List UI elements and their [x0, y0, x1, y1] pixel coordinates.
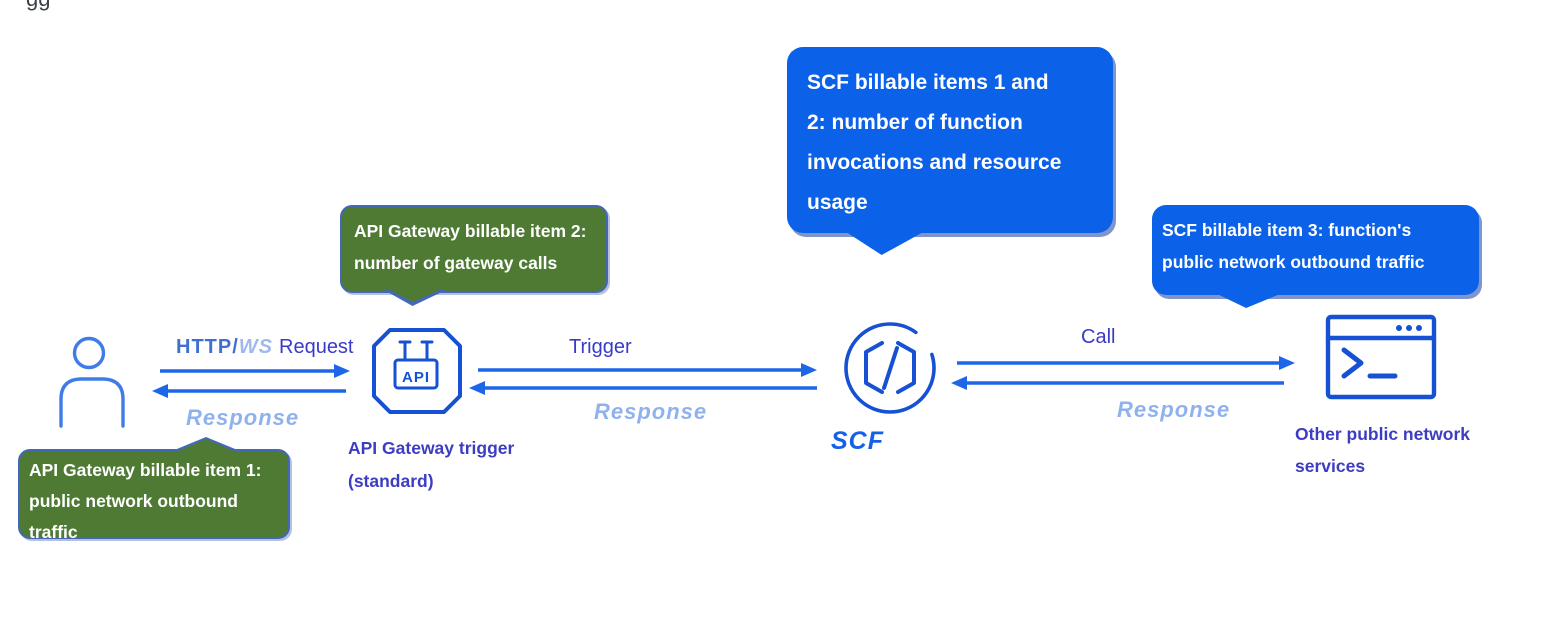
arrow-response-2 [469, 381, 817, 395]
label-other-services: Other public network services [1295, 424, 1471, 476]
label-response-1: Response [186, 405, 300, 430]
label-response-2: Response [594, 399, 708, 424]
arrow-call [957, 356, 1295, 370]
person-icon [59, 336, 125, 428]
scf-icon [844, 322, 936, 414]
label-call: Call [1081, 326, 1116, 348]
label-http: HTTP/ [176, 336, 239, 358]
callout-gateway-item2: API Gateway billable item 2: number of g… [340, 205, 608, 293]
arrow-response-3 [951, 376, 1284, 390]
api-icon-text: API [402, 369, 430, 386]
arrow-response-1 [152, 384, 346, 398]
label-ws: WS [238, 336, 273, 358]
arrow-trigger [478, 363, 817, 377]
callout-scf-items-1-2: SCF billable items 1 and 2: number of fu… [787, 47, 1113, 233]
callout-scf-item3: SCF billable item 3: function's public n… [1152, 205, 1479, 295]
label-scf: SCF [831, 427, 884, 455]
api-gateway-icon: API [372, 328, 462, 414]
label-api-gateway-trigger: API Gateway trigger (standard) [348, 438, 515, 491]
label-response-3: Response [1117, 397, 1231, 422]
label-request: Request [279, 336, 354, 358]
label-http-ws-request: HTTP/WS Request [176, 336, 354, 359]
label-trigger: Trigger [569, 336, 632, 358]
callout-gateway-item1: API Gateway billable item 1: public netw… [18, 449, 290, 542]
cropped-text-fragment: gg [26, 0, 50, 12]
terminal-icon [1325, 314, 1437, 400]
arrow-request [160, 364, 350, 378]
